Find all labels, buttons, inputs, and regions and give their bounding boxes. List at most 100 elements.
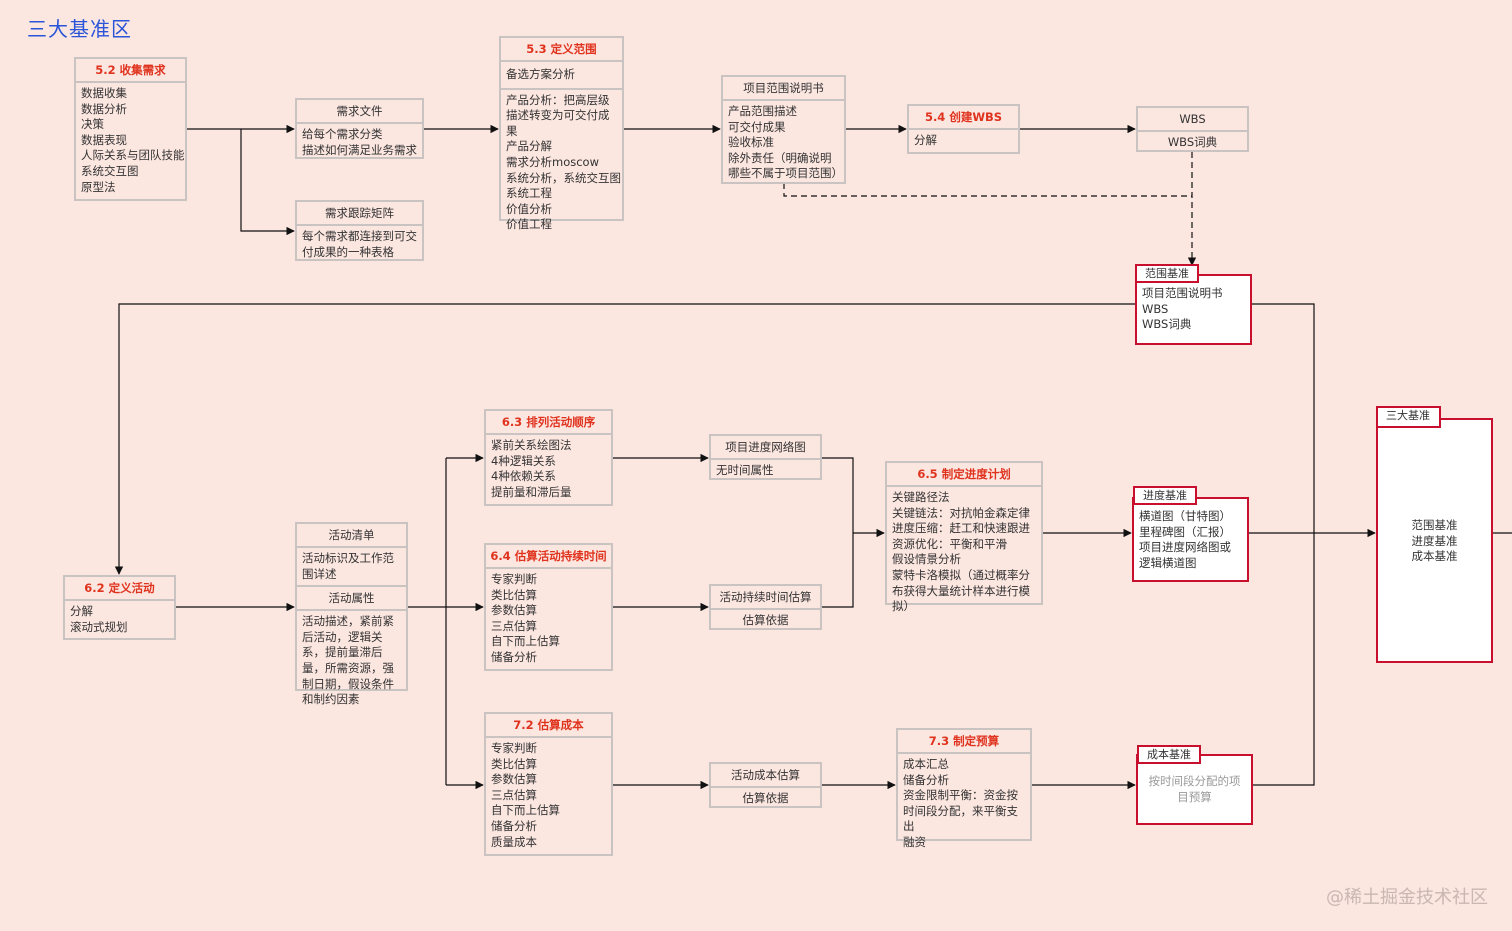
list-item: 人际关系与团队技能 (81, 148, 185, 163)
list-item: 范围基准 (1411, 518, 1458, 532)
list-item: 数据分析 (81, 101, 127, 116)
list-item: 蒙特卡洛模拟（通过概率分布获得大量统计样本进行模拟） (892, 567, 1030, 614)
node-title: 6.3 排列活动顺序 (486, 411, 611, 435)
list-item: 类比估算 (491, 587, 537, 602)
node-define-activities[interactable]: 6.2 定义活动 分解 滚动式规划 (63, 575, 176, 640)
list-item: 每个需求都连接到可交付成果的一种表格 (302, 229, 417, 259)
list-item: 原型法 (81, 179, 116, 194)
list-item: WBS (1142, 301, 1169, 316)
list-item: 按时间段分配的项目预算 (1148, 774, 1241, 804)
node-schedule-network[interactable]: 项目进度网络图 无时间属性 (709, 434, 822, 480)
list-item: 项目进度网络图或逻辑横道图 (1139, 540, 1231, 570)
section-label: 活动标识及工作范围详述 (302, 551, 394, 581)
list-item: 分解 (70, 604, 93, 618)
list-item: 专家判断 (491, 741, 537, 755)
node-collect-requirements[interactable]: 5.2 收集需求 数据收集 数据分析 决策 数据表现 人际关系与团队技能 系统交… (74, 57, 187, 201)
list-item: 进度压缩：赶工和快速跟进 (892, 521, 1030, 536)
list-item: 假设情景分析 (892, 552, 961, 567)
node-activity-list[interactable]: 活动清单 活动标识及工作范围详述 活动属性 活动描述，紧前紧后活动，逻辑关系，提… (295, 522, 408, 706)
node-cost-estimates[interactable]: 活动成本估算 估算依据 (709, 762, 822, 808)
node-develop-schedule[interactable]: 6.5 制定进度计划 关键路径法 关键链法：对抗帕金森定律 进度压缩：赶工和快速… (885, 461, 1043, 613)
list-item: 关键链法：对抗帕金森定律 (892, 505, 1030, 520)
list-item: 进度基准 (1411, 533, 1458, 548)
list-item: 活动描述，紧前紧后活动，逻辑关系，提前量滞后量，所需资源，强制日期，假设条件和制… (302, 614, 394, 707)
node-requirements-matrix[interactable]: 需求跟踪矩阵 每个需求都连接到可交付成果的一种表格 (295, 200, 424, 261)
node-requirements-doc[interactable]: 需求文件 给每个需求分类 描述如何满足业务需求 (295, 98, 424, 159)
page-title: 三大基准区 (27, 17, 132, 41)
node-title: 7.2 估算成本 (486, 714, 611, 738)
node-title: 需求文件 (297, 100, 422, 124)
list-item: 决策 (81, 117, 104, 132)
edge-costbaseline-to-three (1252, 533, 1315, 786)
node-title: 活动成本估算 (711, 764, 820, 788)
three-baselines-tag: 三大基准 (1376, 406, 1441, 428)
scope-baseline-tag: 范围基准 (1135, 264, 1199, 283)
node-scope-statement[interactable]: 项目范围说明书 产品范围描述 可交付成果 验收标准 除外责任（明确说明哪些不属于… (721, 75, 846, 184)
list-item: 关键路径法 (892, 490, 950, 504)
list-item: 系统交互图 (81, 163, 139, 178)
node-create-wbs[interactable]: 5.4 创建WBS 分解 (907, 104, 1020, 154)
list-item: 给每个需求分类 (302, 127, 383, 141)
list-item: 专家判断 (491, 572, 537, 586)
node-title: 项目范围说明书 (723, 77, 844, 101)
node-title: 5.4 创建WBS (909, 106, 1018, 130)
node-title: 5.2 收集需求 (76, 59, 185, 83)
node-determine-budget[interactable]: 7.3 制定预算 成本汇总 储备分析 资金限制平衡：资金按时间段分配，来平衡支出… (896, 728, 1032, 849)
node-duration-estimates[interactable]: 活动持续时间估算 估算依据 (709, 584, 822, 630)
cost-baseline[interactable]: 按时间段分配的项目预算 (1136, 754, 1253, 825)
node-title: 活动持续时间估算 (711, 586, 820, 610)
node-wbs[interactable]: WBS WBS词典 (1136, 106, 1249, 152)
node-title: 6.4 估算活动持续时间 (486, 545, 611, 569)
schedule-baseline-tag: 进度基准 (1133, 486, 1197, 505)
list-item: 储备分析 (491, 818, 537, 833)
list-item: 验收标准 (728, 135, 774, 150)
list-item: 估算依据 (742, 613, 789, 627)
list-item: 系统工程 (506, 186, 552, 201)
node-estimate-costs[interactable]: 7.2 估算成本 专家判断 类比估算 参数估算 三点估算 自下而上估算 储备分析… (484, 712, 613, 856)
node-subtitle: 活动属性 (297, 587, 406, 612)
edge-statement-to-baseline (783, 183, 1192, 197)
node-title: 7.3 制定预算 (898, 730, 1030, 754)
node-estimate-durations[interactable]: 6.4 估算活动持续时间 专家判断 类比估算 参数估算 三点估算 自下而上估算 … (484, 543, 613, 671)
list-item: 类比估算 (491, 756, 537, 771)
schedule-baseline[interactable]: 横道图（甘特图） 里程碑图（汇报） 项目进度网络图或逻辑横道图 (1132, 497, 1249, 582)
list-item: 横道图（甘特图） (1139, 509, 1231, 523)
list-item: 可交付成果 (728, 119, 786, 134)
node-define-scope[interactable]: 5.3 定义范围 备选方案分析 产品分析：把高层级描述转变为可交付成果 产品分解… (499, 36, 624, 231)
edge-collect-to-matrix (240, 129, 295, 236)
list-item: 系统分析，系统交互图 (506, 170, 621, 185)
list-item: 描述如何满足业务需求 (302, 142, 417, 157)
list-item: 估算依据 (742, 791, 789, 805)
scope-baseline[interactable]: 项目范围说明书 WBS WBS词典 (1135, 274, 1252, 345)
node-title: 需求跟踪矩阵 (297, 202, 422, 226)
list-item: WBS词典 (1167, 135, 1218, 149)
list-item: 三点估算 (491, 618, 537, 633)
section-label: 备选方案分析 (506, 67, 575, 81)
list-item: 储备分析 (491, 649, 537, 664)
list-item: 三点估算 (491, 787, 537, 802)
list-item: 数据表现 (81, 132, 127, 147)
list-item: 产品范围描述 (728, 104, 797, 118)
list-item: 产品分解 (506, 139, 552, 154)
list-item: 需求分析moscow (506, 154, 599, 169)
list-item: 无时间属性 (716, 463, 774, 477)
list-item: 价值分析 (506, 201, 552, 216)
list-item: 滚动式规划 (70, 619, 128, 634)
list-item: 项目范围说明书 (1142, 286, 1223, 300)
node-sequence-activities[interactable]: 6.3 排列活动顺序 紧前关系绘图法 4种逻辑关系 4种依赖关系 提前量和滞后量 (484, 409, 613, 506)
node-title: 6.5 制定进度计划 (887, 463, 1041, 487)
list-item: 提前量和滞后量 (491, 484, 572, 499)
list-item: 融资 (903, 834, 926, 849)
list-item: 产品分析：把高层级描述转变为可交付成果 (506, 92, 610, 138)
list-item: 自下而上估算 (491, 634, 560, 649)
list-item: 里程碑图（汇报） (1139, 524, 1231, 539)
list-item: 4种逻辑关系 (491, 453, 556, 468)
node-title: 6.2 定义活动 (65, 577, 174, 601)
three-baselines[interactable]: 范围基准 进度基准 成本基准 (1376, 418, 1493, 663)
list-item: 资金限制平衡：资金按时间段分配，来平衡支出 (903, 788, 1018, 834)
list-item: 自下而上估算 (491, 803, 560, 818)
node-title: WBS (1138, 108, 1247, 132)
list-item: 成本汇总 (903, 757, 949, 771)
node-title: 活动清单 (297, 524, 406, 548)
list-item: 参数估算 (491, 772, 537, 787)
